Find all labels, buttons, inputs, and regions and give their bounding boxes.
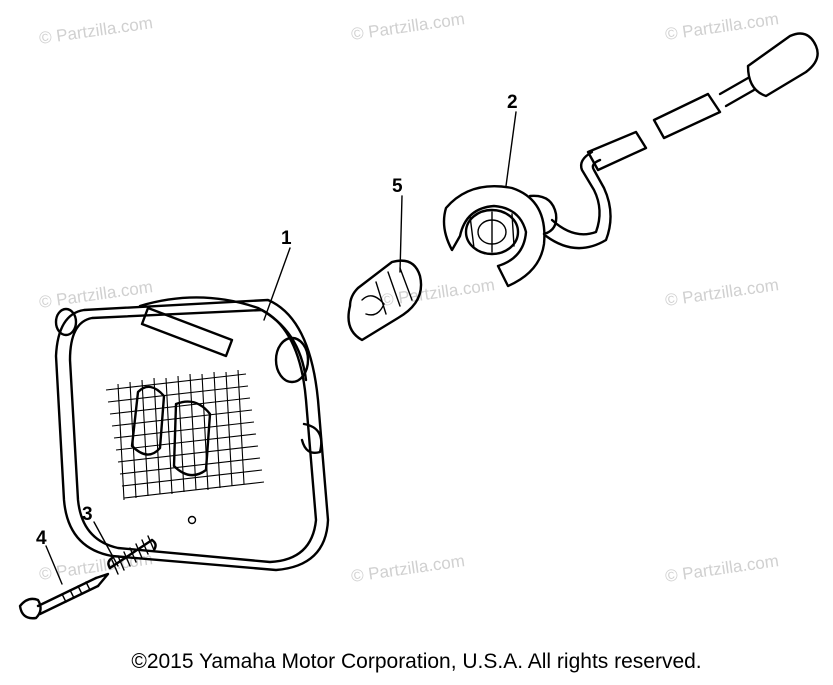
watermark: © Partzilla.com [38,13,154,48]
bulb [347,259,423,342]
watermark: © Partzilla.com [664,275,780,310]
callout-1: 1 [281,228,292,249]
callout-5: 5 [392,176,403,197]
watermark-group: © Partzilla.com © Partzilla.com © Partzi… [38,9,780,586]
watermark: © Partzilla.com [380,275,496,310]
socket-assembly [442,32,819,288]
leader-lines [45,111,517,585]
headlight-assembly [54,296,330,572]
callout-4: 4 [36,528,47,549]
watermark: © Partzilla.com [350,551,466,586]
watermark: © Partzilla.com [350,9,466,44]
watermark: © Partzilla.com [664,9,780,44]
callout-3: 3 [82,504,93,525]
lens-pattern [105,369,265,501]
watermark: © Partzilla.com [664,551,780,586]
copyright-notice: ©2015 Yamaha Motor Corporation, U.S.A. A… [131,650,702,673]
callout-labels: 1 2 5 3 4 [36,92,518,549]
callout-2: 2 [507,92,518,113]
screw [18,572,110,620]
